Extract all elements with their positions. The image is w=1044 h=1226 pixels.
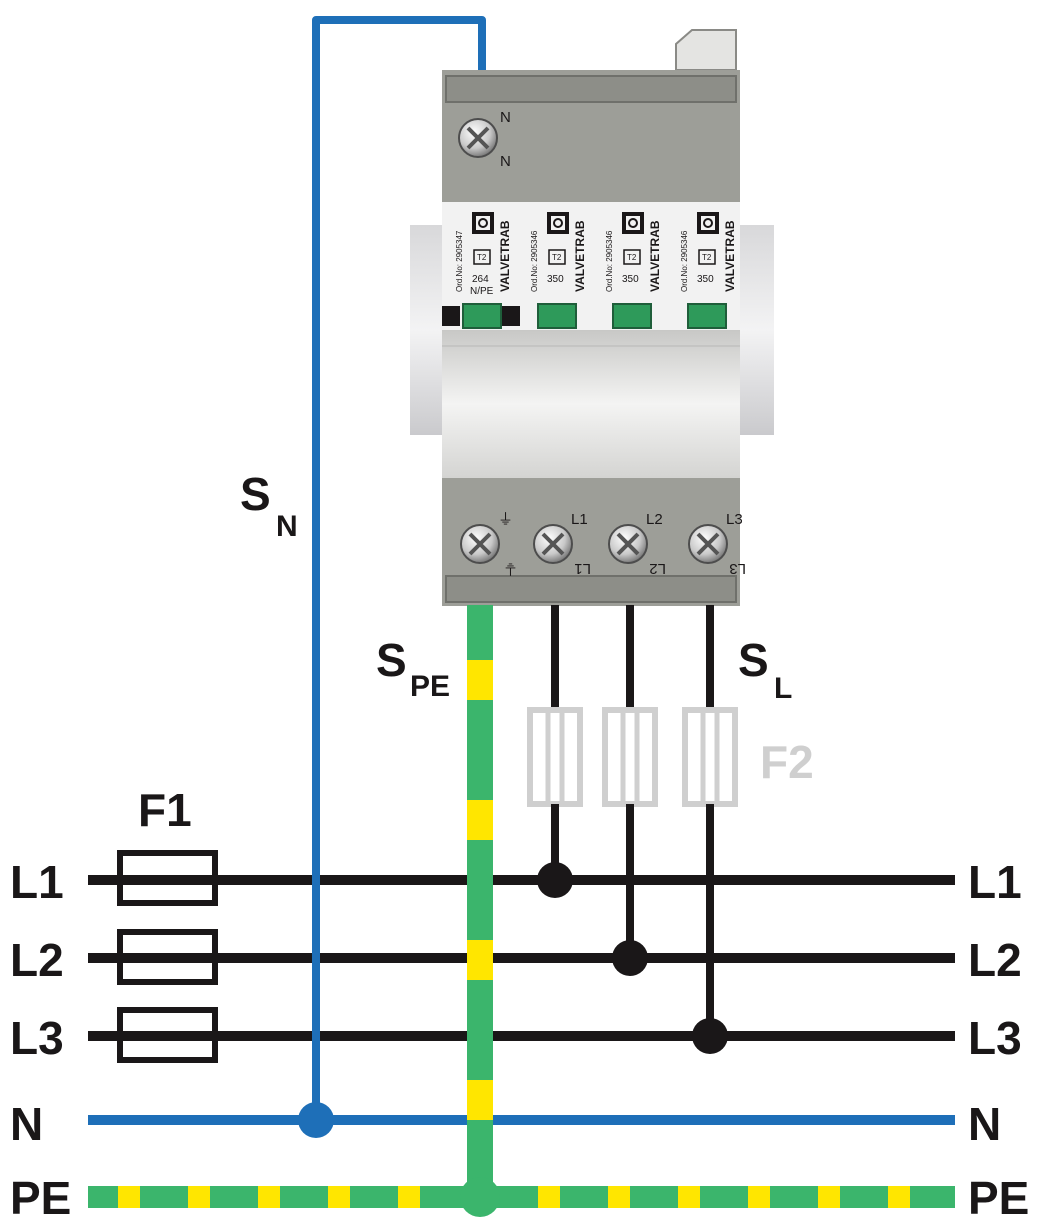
label-sl: S L [738, 634, 792, 705]
module-order-number: Ord.No: 2905346 [680, 230, 689, 292]
module-value: 350 [622, 274, 639, 285]
main-fuses-f1 [117, 850, 218, 1063]
module-type: T2 [552, 253, 562, 262]
surge-protector-logo-icon [622, 212, 644, 234]
label-f2: F2 [760, 736, 814, 788]
terminal-pe-label-bottom: ⏚ [503, 560, 518, 577]
module-type: T2 [627, 253, 637, 262]
module-brand: VALVETRAB [648, 220, 662, 292]
bus-labels-left: L1 L2 L3 N PE [10, 856, 71, 1224]
module-value: 350 [697, 274, 714, 285]
svg-text:S: S [738, 634, 769, 686]
module-4: Ord.No: 2905346 T2 350 VALVETRAB [680, 212, 737, 329]
junction-l3 [692, 1018, 728, 1054]
top-terminal-bar [445, 75, 737, 103]
terminal-l1-label-bottom: L1 [574, 560, 591, 577]
module-order-number: Ord.No: 2905346 [530, 230, 539, 292]
fuse-f2-l2 [602, 707, 658, 807]
module-tab-right [502, 306, 520, 326]
terminal-l3-label-bottom: L3 [729, 560, 746, 577]
svg-text:S: S [240, 468, 271, 520]
label-f1: F1 [138, 784, 192, 836]
din-rail-right [738, 225, 774, 435]
bus-label-left-l2: L2 [10, 934, 64, 986]
terminal-pe: ⏚⏚ [460, 511, 518, 577]
module-value-2: N/PE [470, 286, 494, 297]
module-type: T2 [702, 253, 712, 262]
bus-label-left-l3: L3 [10, 1012, 64, 1064]
module-order-number: Ord.No: 2905347 [455, 230, 464, 292]
din-clip [675, 29, 737, 71]
terminal-l2-label-top: L2 [646, 511, 663, 528]
terminal-l1-label-top: L1 [571, 511, 588, 528]
status-indicator [462, 303, 502, 329]
terminal-l2-label-bottom: L2 [649, 560, 666, 577]
module-type-box [698, 249, 716, 265]
junction-l2 [612, 940, 648, 976]
fuse-f2-l3 [682, 707, 738, 807]
terminal-n-label-top: N [500, 109, 511, 126]
bus-label-left-n: N [10, 1098, 43, 1150]
module-type-box [623, 249, 641, 265]
bus-label-right-l1: L1 [968, 856, 1022, 908]
module-brand: VALVETRAB [573, 220, 587, 292]
module-type-box [473, 249, 491, 265]
module-brand: VALVETRAB [498, 220, 512, 292]
status-indicator [687, 303, 727, 329]
bus-label-right-l3: L3 [968, 1012, 1022, 1064]
module-2: Ord.No: 2905346 T2 350 VALVETRAB [530, 212, 587, 329]
svg-text:L: L [774, 672, 792, 705]
backup-fuses-f2 [527, 707, 738, 1036]
bus-pe [88, 1186, 955, 1208]
junction-pe [460, 1177, 500, 1217]
module-order-number: Ord.No: 2905346 [605, 230, 614, 292]
module-brand: VALVETRAB [723, 220, 737, 292]
fuse-f2-l1 [527, 707, 583, 807]
module-3: Ord.No: 2905346 T2 350 VALVETRAB [605, 212, 662, 329]
junction-l1 [537, 862, 573, 898]
neutral-wire-sn [312, 16, 486, 1123]
module-type-box [548, 249, 566, 265]
pe-wire-spe [467, 605, 493, 1195]
status-indicator [612, 303, 652, 329]
svg-text:S: S [376, 634, 407, 686]
status-indicator [537, 303, 577, 329]
bus-label-right-l2: L2 [968, 934, 1022, 986]
bus-label-right-pe: PE [968, 1172, 1029, 1221]
module-type: T2 [477, 253, 487, 262]
device-body [442, 330, 740, 478]
surge-protector-device [442, 29, 740, 606]
module-value: 264 [472, 274, 489, 285]
bus-label-left-pe: PE [10, 1172, 71, 1221]
module-value: 350 [547, 274, 564, 285]
module-tab-left [442, 306, 460, 326]
label-sn: S N [240, 468, 298, 543]
surge-protector-logo-icon [547, 212, 569, 234]
terminal-n-top: N N [458, 109, 511, 170]
surge-protector-logo-icon [472, 212, 494, 234]
terminal-n-label-bottom: N [500, 153, 511, 170]
surge-protector-logo-icon [697, 212, 719, 234]
svg-text:N: N [276, 510, 298, 543]
terminal-pe-label-top: ⏚ [498, 511, 513, 528]
bus-labels-right: L1 L2 L3 N PE [968, 856, 1029, 1224]
bottom-terminal-bar [445, 575, 737, 603]
label-spe: S PE [376, 634, 450, 703]
junction-n [298, 1102, 334, 1138]
bus-label-left-l1: L1 [10, 856, 64, 908]
bus-label-right-n: N [968, 1098, 1001, 1150]
svg-text:PE: PE [410, 670, 450, 703]
terminal-l3-label-top: L3 [726, 511, 743, 528]
